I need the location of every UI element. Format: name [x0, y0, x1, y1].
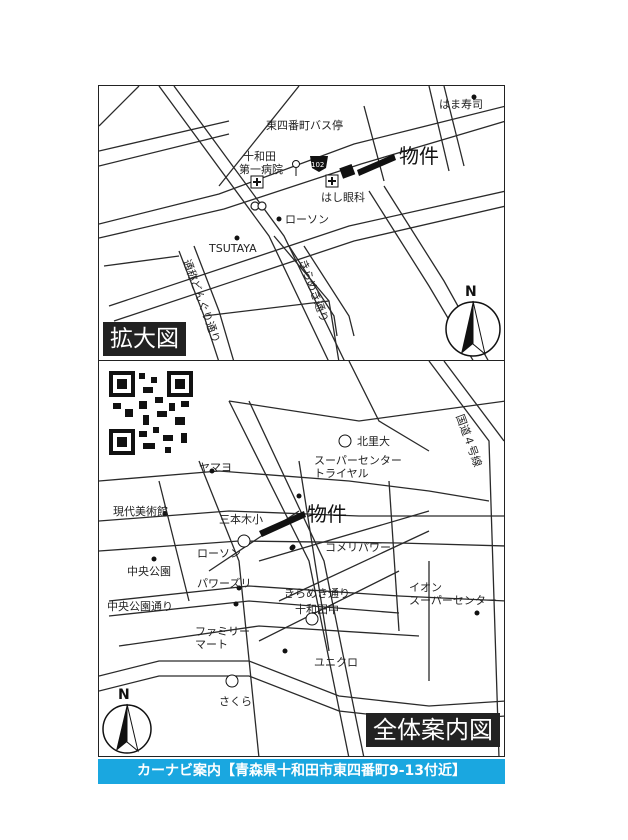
zoom-map: 東四番町バス停 十和田 第一病院 102 はし眼科 ローソン TSUTAYA は…	[98, 85, 505, 361]
kita-sato-label: 北里大	[357, 434, 390, 448]
hospital-label-2: 第一病院	[239, 162, 283, 176]
sushi-label: はま寿司	[439, 97, 483, 111]
family-label-1: ファミリー	[195, 625, 250, 638]
clinic-label: はし眼科	[321, 190, 365, 204]
super-label-2: トライヤル	[314, 467, 369, 480]
compass-icon: N	[445, 284, 501, 357]
overview-lawson-label: ローソン	[197, 547, 241, 560]
tsutaya-label: TSUTAYA	[208, 242, 257, 255]
car-navi-footer: カーナビ案内【青森県十和田市東四番町9-13付近】	[98, 759, 505, 784]
uniqlo-label: ユニクロ	[314, 656, 358, 669]
towada-chu-label: 十和田中	[295, 602, 339, 616]
lawson-label: ローソン	[285, 213, 329, 226]
kirameki-label: きらめき通り	[296, 258, 331, 324]
overview-property-label: 物件	[307, 502, 347, 526]
sanbongi-label: 三本木小	[219, 512, 263, 526]
family-label-2: マート	[195, 638, 228, 651]
hospital-label-1: 十和田	[243, 149, 276, 163]
route4-label: 国道４号線	[453, 412, 485, 468]
overview-kirameki-label: きらめき通り	[284, 587, 350, 600]
bus-stop-label: 東四番町バス停	[266, 118, 343, 132]
overview-compass-icon: N	[102, 687, 152, 754]
overview-map-title: 全体案内図	[366, 713, 500, 747]
zoom-property-marker	[339, 163, 356, 179]
komeri-label: コメリパワー	[325, 541, 391, 554]
sakura-label: さくら	[219, 695, 252, 708]
super-label-1: スーパーセンター	[314, 454, 402, 467]
gendai-label: 現代美術館	[113, 504, 168, 518]
aeon-label-2: スーパーセンター	[409, 594, 497, 607]
chuo-park-st-label: 中央公園通り	[107, 600, 173, 613]
chuo-park-label: 中央公園	[127, 565, 171, 578]
zoom-road-network: 東四番町バス停 十和田 第一病院 102 はし眼科 ローソン TSUTAYA は…	[99, 86, 504, 360]
qr-code-icon[interactable]	[107, 369, 195, 457]
overview-map: 北里大 スーパーセンター トライヤル ヤマヨ 現代美術館 三本木小 ローソン コ…	[98, 360, 505, 757]
route-number: 102	[311, 161, 324, 169]
zoom-map-title: 拡大図	[103, 322, 186, 356]
overview-road-network: 北里大 スーパーセンター トライヤル ヤマヨ 現代美術館 三本木小 ローソン コ…	[99, 361, 504, 756]
svg-text:N: N	[465, 284, 477, 300]
aeon-label-1: イオン	[409, 581, 442, 594]
svg-text:N: N	[118, 687, 130, 703]
yamayo-label: ヤマヨ	[199, 461, 232, 474]
power-zuri-label: パワーズリ	[197, 576, 251, 590]
zoom-property-label: 物件	[399, 144, 439, 168]
